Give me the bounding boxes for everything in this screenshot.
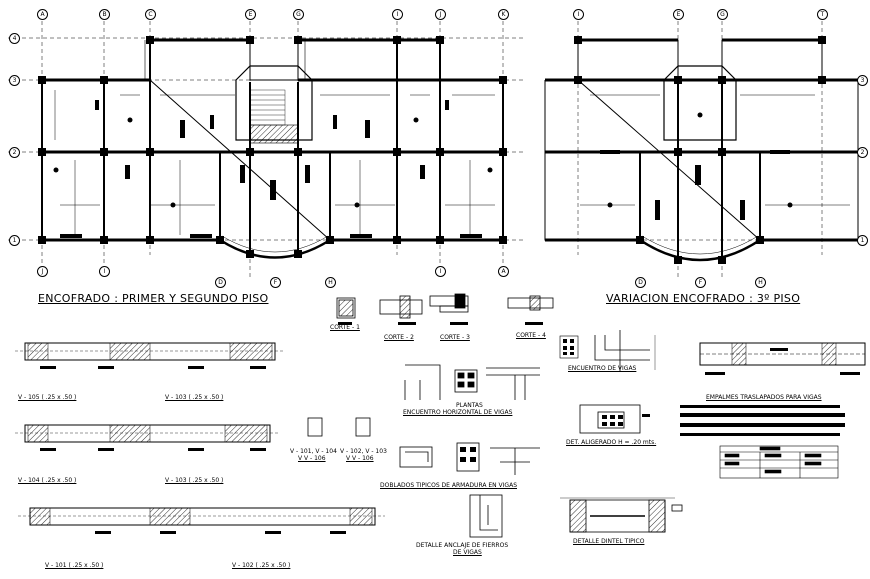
grid-bubble: C (145, 9, 156, 20)
beam-section-label: V V - 106 (346, 455, 374, 462)
grid-bubble: I (573, 9, 584, 20)
beam-label: V - 101 ( .25 x .50 ) (45, 562, 104, 569)
grid-bubble: K (498, 9, 509, 20)
column-marks-left (38, 36, 507, 258)
grid-bubble: G (293, 9, 304, 20)
grid-bubble: E (673, 9, 684, 20)
beam-section-label: V V - 106 (298, 455, 326, 462)
grid-bubble: 2 (857, 147, 868, 158)
typical-bends (399, 442, 540, 475)
grid-bubble: B (99, 9, 110, 20)
grid-bubble: 1 (857, 235, 868, 246)
specification-table (719, 445, 839, 479)
beam-label: V - 105 ( .25 x .50 ) (18, 394, 77, 401)
grid-bubble: I (99, 266, 110, 277)
beam-elevation-v104-v103 (15, 424, 280, 451)
beam-label: V - 102 ( .25 x .50 ) (232, 562, 291, 569)
grid-bubble: F (270, 277, 281, 288)
beam-label: V - 103 ( .25 x .50 ) (165, 477, 224, 484)
beam-label: V - 103 ( .25 x .50 ) (165, 394, 224, 401)
grid-bubble: 4 (9, 33, 20, 44)
detail-label: ENCUENTRO HORIZONTAL DE VIGAS (403, 409, 513, 416)
detail-label: ENCUENTRO DE VIGAS (568, 365, 637, 372)
grid-bubble: 3 (857, 75, 868, 86)
general-notes-block (680, 405, 845, 436)
anchorage-detail (469, 494, 503, 538)
grid-bubble: D (635, 277, 646, 288)
grid-bubble: A (37, 9, 48, 20)
detail-label: PLANTAS (456, 402, 483, 409)
column-marks-right (574, 36, 826, 264)
grid-bubble: J (37, 266, 48, 277)
grid-bubble: I (435, 266, 446, 277)
detail-label: DETALLE DINTEL TIPICO (573, 538, 645, 545)
grid-bubble: A (498, 266, 509, 277)
floor-plan-first-second (8, 14, 525, 280)
beam-section-label: V - 102, V - 103 (340, 448, 387, 455)
grid-bubble: 3 (9, 75, 20, 86)
lap-splice-detail (699, 342, 866, 375)
section-fills (338, 322, 579, 359)
beam-section-label: V - 101, V - 104 (290, 448, 337, 455)
section-label: CORTE - 1 (330, 324, 360, 331)
grid-bubble: G (717, 9, 728, 20)
detail-label: DET. ALIGERADO H = .20 mts. (566, 439, 657, 446)
detail-label: DETALLE ANCLAJE DE FIERROS (416, 542, 509, 549)
grid-bubble: 2 (9, 147, 20, 158)
beam-junction-detail (594, 330, 656, 372)
grid-bubble: D (215, 277, 226, 288)
beam-elevation-v105-v103 (15, 342, 285, 369)
detail-label: DE VIGAS (453, 549, 482, 556)
detail-label: DOBLADOS TIPICOS DE ARMADURA EN VIGAS (380, 482, 517, 489)
grid-bubble: 1 (9, 235, 20, 246)
grid-bubble: E (245, 9, 256, 20)
beam-intersection-plan (404, 364, 540, 400)
section-details (307, 293, 554, 437)
detail-label: EMPALMES TRASLAPADOS PARA VIGAS (706, 394, 822, 401)
grid-bubble: I (392, 9, 403, 20)
section-label: CORTE - 2 (384, 334, 414, 341)
grid-bubble: H (325, 277, 336, 288)
beam-elevation-v101-v102 (18, 507, 385, 534)
grid-bubble: H (755, 277, 766, 288)
floor-plan-third (544, 14, 862, 280)
grid-bubble: J (435, 9, 446, 20)
section-label: CORTE - 3 (440, 334, 470, 341)
beam-label: V - 104 ( .25 x .50 ) (18, 477, 77, 484)
plan-title-first-second: ENCOFRADO : PRIMER Y SEGUNDO PISO (38, 292, 269, 305)
slab-detail (579, 404, 650, 434)
section-label: CORTE - 4 (516, 332, 546, 339)
grid-bubble: F (695, 277, 706, 288)
lintel-detail (560, 497, 683, 533)
grid-bubble: T (817, 9, 828, 20)
plan-title-third: VARIACION ENCOFRADO : 3º PISO (606, 292, 801, 305)
